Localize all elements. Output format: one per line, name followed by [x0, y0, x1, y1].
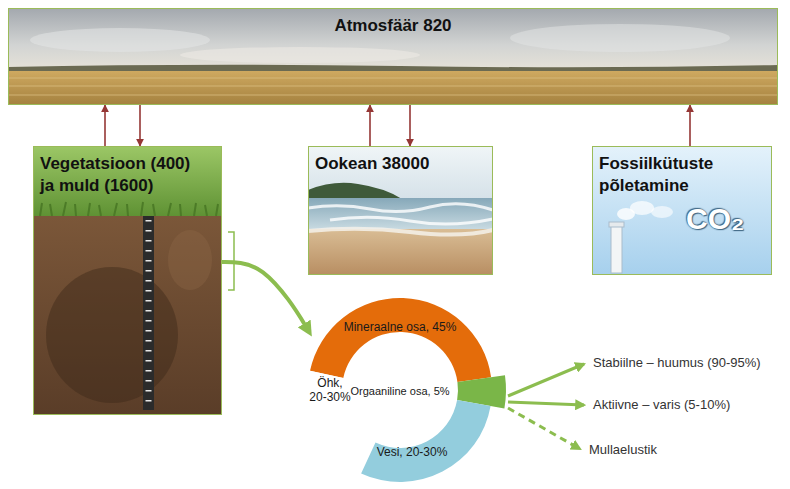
heading-area: Ookean 38000 [309, 147, 492, 175]
flow-arrow [222, 262, 308, 330]
fossil-picture [592, 146, 772, 275]
flow-arrow [369, 105, 371, 146]
ocean-photo [308, 146, 493, 275]
waves [308, 204, 493, 224]
grass [33, 146, 222, 216]
pool-label: Aktiivne – varis (5-10%) [593, 397, 730, 413]
pool-label: Mullaelustik [589, 442, 657, 458]
soil-box: Vegetatsioon (400) ja muld (1600) [33, 146, 222, 415]
branch-arrow [508, 402, 584, 405]
flow-arrow [409, 105, 411, 146]
heading-area: Fossiilkütuste põletamine [593, 147, 771, 197]
node-heading: Vegetatsioon (400) ja muld (1600) [40, 153, 200, 197]
sky [308, 146, 493, 198]
soil-photo [33, 146, 222, 415]
ocean-box: Ookean 38000 [308, 146, 493, 275]
segment-fill [310, 298, 491, 382]
atmosphere-band: Atmosfäär 820 [8, 8, 778, 105]
ruler-ticks [146, 220, 152, 405]
organic-branches [508, 364, 584, 449]
cloud [510, 24, 730, 52]
furrows [8, 78, 778, 95]
foam [308, 229, 493, 235]
cloud [30, 28, 210, 52]
headland [308, 183, 402, 199]
node-heading: Ookean 38000 [315, 153, 429, 175]
sand [308, 229, 493, 275]
branch-arrow [508, 364, 584, 396]
heading-area: Atmosfäär 820 [9, 9, 777, 37]
tree-line [8, 65, 778, 72]
segment-fill [361, 400, 490, 482]
soil-patch [168, 230, 212, 290]
segment-label: Orgaaniline osa, 5% [350, 385, 449, 398]
sky [8, 8, 778, 70]
smoke [651, 206, 673, 218]
water-segment: Vesi, 20-30% [308, 298, 492, 482]
fossil-box: Fossiilkütuste põletamine [592, 146, 772, 275]
grass-blades [40, 202, 218, 216]
chimney [611, 226, 622, 273]
ruler [143, 216, 154, 410]
heading-area: Vegetatsioon (400) ja muld (1600) [34, 147, 221, 197]
node-heading: Atmosfäär 820 [334, 15, 451, 37]
smoke [630, 201, 654, 215]
flow-arrow [139, 105, 141, 146]
field [8, 71, 778, 105]
segment-label: Mineraalne osa, 45% [344, 320, 457, 334]
chimney-top [609, 222, 624, 227]
segment-label: Vesi, 20-30% [377, 445, 448, 459]
flow-arrow [689, 105, 691, 146]
segment-label: Öhk, 20-30% [307, 376, 353, 405]
cloud [180, 47, 420, 63]
flow-arrow [104, 105, 106, 146]
node-heading: Fossiilkütuste põletamine [599, 153, 759, 197]
branch-arrow-dashed [508, 408, 580, 449]
sea [308, 198, 493, 230]
co2-text: CO₂ [686, 200, 744, 238]
soil-pit [46, 267, 178, 403]
atmosphere-photo [8, 8, 778, 105]
soil [33, 216, 222, 415]
sky [592, 146, 772, 275]
pool-label: Stabiilne – huumus (90-95%) [593, 355, 761, 371]
